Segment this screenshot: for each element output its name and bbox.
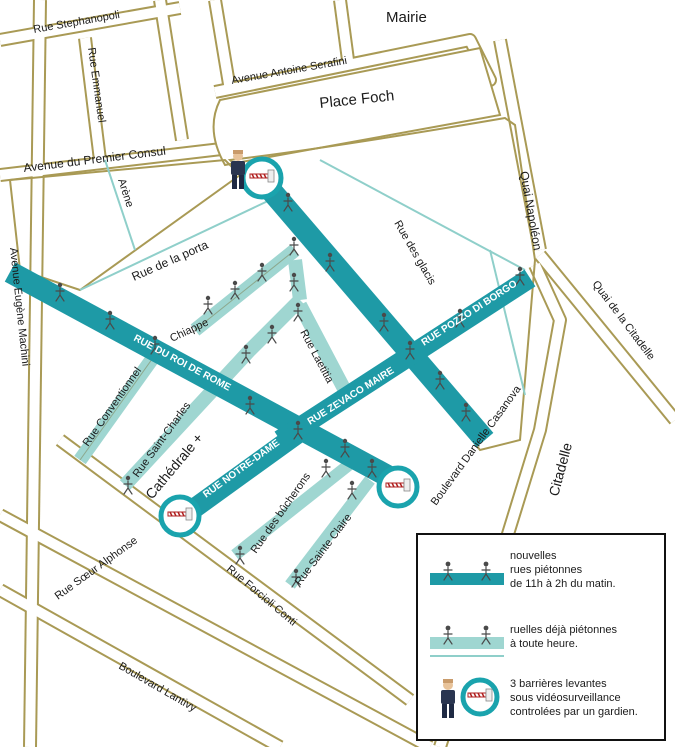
rue-bonaparte-band: [253, 172, 494, 448]
label-mairie: Mairie: [386, 9, 427, 26]
label-conventionnel: Rue Conventionnel: [81, 365, 145, 449]
walker-icon: [235, 545, 245, 565]
walker-icon: [105, 310, 115, 330]
walker-icon: [321, 458, 331, 478]
new-pedestrian-streets: [4, 172, 536, 524]
legend-new-pedestrian-swatch: [430, 561, 504, 585]
barrier-west: [158, 494, 202, 538]
walker-icon: [481, 625, 491, 645]
label-machini: Avenue Eugène Machini: [7, 247, 31, 367]
legend: nouvelles rues piétonnes de 11h à 2h du …: [416, 533, 666, 741]
barrier-icon: [467, 688, 493, 702]
walker-icon: [289, 236, 299, 256]
legend-barriers-line-3: controlées par un gardien.: [510, 706, 638, 718]
walker-icon: [123, 475, 133, 495]
legend-barriers-line-1: 3 barrières levantes: [510, 678, 607, 690]
walker-icon: [230, 280, 240, 300]
label-quai-napoleon: Quai Napoléon: [517, 170, 545, 251]
walker-icon: [481, 561, 491, 581]
label-glacis: Rue des glacis: [391, 219, 438, 288]
walker-icon: [325, 252, 335, 272]
label-sainte-claire: Rue Sainte Claire: [293, 512, 354, 588]
guard-icon: [441, 679, 455, 718]
walker-icon: [367, 458, 377, 478]
legend-barriers-line-2: sous vidéosurveillance: [510, 692, 621, 704]
walker-icon: [289, 272, 299, 292]
walker-icon: [293, 420, 303, 440]
legend-new-line-2: rues piétonnes: [510, 564, 583, 576]
walker-icon: [405, 340, 415, 360]
barrier-markers: [158, 156, 420, 538]
barrier-east: [376, 465, 420, 509]
walker-icon: [455, 308, 465, 328]
walker-icon: [379, 312, 389, 332]
legend-new-line-3: de 11h à 2h du matin.: [510, 578, 616, 590]
walker-icon: [257, 262, 267, 282]
walker-icon: [340, 438, 350, 458]
barrier-icon: [167, 507, 193, 521]
walker-icon: [203, 295, 213, 315]
walker-icon: [245, 395, 255, 415]
barrier-icon: [249, 169, 275, 183]
walker-icon: [291, 568, 301, 588]
legend-existing-pedestrian-swatch: [430, 625, 504, 657]
rue-roi-de-rome-band: [4, 262, 401, 490]
walker-icon: [55, 282, 65, 302]
walker-icons: [55, 192, 525, 588]
barrier-icon: [385, 478, 411, 492]
label-citadelle: Citadelle: [545, 441, 575, 498]
rue-zevaco-maire-band: [274, 269, 536, 449]
guard-icon: [231, 150, 245, 189]
legend-existing-line-2: à toute heure.: [510, 638, 578, 650]
walker-icon: [241, 344, 251, 364]
legend-new-line-1: nouvelles: [510, 550, 557, 562]
label-forcioli-conti: Rue Forcioli Conti: [224, 563, 299, 628]
legend-barriers-swatch: [441, 677, 500, 718]
walker-icon: [267, 324, 277, 344]
walker-icon: [347, 480, 357, 500]
walker-icon: [283, 192, 293, 212]
walker-icon: [461, 402, 471, 422]
thin-paths: [79, 159, 526, 396]
walker-icon: [515, 266, 525, 286]
label-arene: Arène: [115, 177, 135, 209]
walker-icon: [435, 370, 445, 390]
walker-icon: [293, 302, 303, 322]
walker-icon: [443, 561, 453, 581]
legend-existing-line-1: ruelles déjà piétonnes: [510, 624, 618, 636]
barrier-north: [240, 156, 284, 200]
label-rue-notre-dame: RUE NOTRE-DAME: [201, 437, 282, 500]
walker-icon: [150, 335, 160, 355]
walker-icon: [443, 625, 453, 645]
label-bucherons: Rue des bûcherons: [249, 470, 314, 555]
rue-notre-dame-band: [179, 423, 306, 524]
